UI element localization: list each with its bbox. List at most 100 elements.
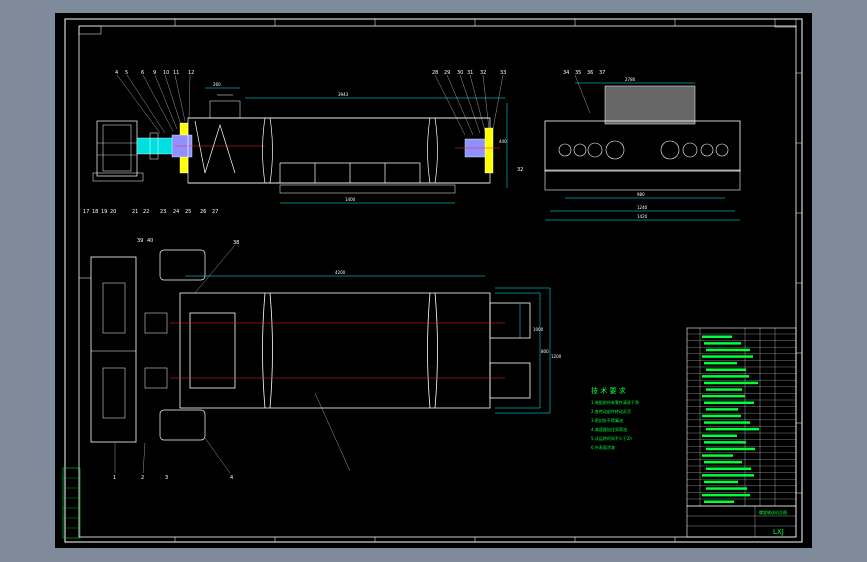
drive-frame (90, 256, 137, 443)
plan-view: 4200 800 1000 1200 38 39 40 1 2 3 4 (79, 238, 562, 481)
label-top-30: 30 (457, 70, 463, 76)
title-drawing-no: LXJ (773, 528, 784, 536)
dim-end-top: 2780 (625, 77, 636, 82)
label-top-10: 10 (163, 70, 169, 76)
label-bottom-18: 18 (92, 209, 98, 215)
label-plan-2: 2 (141, 475, 144, 481)
label-bottom-17: 17 (83, 209, 89, 215)
bom-entry-mark (702, 335, 732, 338)
bom-entry-mark (706, 427, 759, 431)
bom-entry-mark (706, 348, 750, 352)
bom-entry-mark (702, 394, 745, 398)
label-plan-40: 40 (147, 238, 153, 244)
dim-top-span: 3943 (338, 92, 349, 97)
note-line-5: 5.试运转时间不少于2h (591, 435, 632, 441)
coupling-shaft (136, 137, 178, 155)
notes-heading: 技 术 要 求 (591, 386, 626, 395)
label-bottom-21: 21 (132, 209, 138, 215)
motor-top (159, 249, 206, 281)
dim-end-base1: 1240 (637, 205, 648, 210)
bom-entry-mark (704, 480, 738, 484)
bom-entry-mark (706, 408, 738, 411)
bom-entry-mark (704, 361, 737, 365)
label-end-34: 34 (563, 70, 569, 76)
dim-end-base2: 1420 (637, 214, 648, 219)
zone-ticks (174, 19, 802, 542)
bom-entry-mark (706, 388, 742, 391)
label-top-12: 12 (188, 70, 194, 76)
bom-entry-mark (702, 454, 733, 457)
label-top-29: 29 (444, 70, 450, 76)
label-bottom-19: 19 (101, 209, 107, 215)
inner-frame (78, 25, 797, 538)
dim-plan-right3: 1200 (551, 354, 562, 359)
dim-plan-right2: 1000 (533, 327, 544, 332)
label-top-5: 5 (125, 70, 128, 76)
label-top-31: 31 (467, 70, 473, 76)
label-bottom-22: 22 (143, 209, 149, 215)
dim-upper-left: 260 (213, 82, 221, 87)
elevation-view: 3943 260 (83, 70, 523, 215)
label-top-28: 28 (432, 70, 438, 76)
bom-entry-mark (704, 441, 746, 444)
motor-bottom (159, 409, 206, 441)
corner-box-left (78, 25, 102, 35)
label-end-37: 37 (599, 70, 605, 76)
label-plan-3: 3 (165, 475, 168, 481)
label-end-35: 35 (575, 70, 581, 76)
bom-entry-mark (704, 421, 750, 424)
bom-table (686, 327, 797, 507)
label-top-11: 11 (173, 70, 179, 76)
bom-entry-mark (702, 414, 741, 418)
bom-rows (687, 333, 796, 500)
bom-entry-mark (704, 460, 742, 464)
bom-entry-mark (706, 368, 746, 371)
label-top-9: 9 (153, 70, 156, 76)
dim-end-mid: 980 (637, 192, 645, 197)
bom-entry-mark (706, 467, 751, 470)
bom-entry-mark (702, 375, 749, 378)
note-line-6: 6.外表面涂漆 (591, 444, 615, 450)
dim-lower-base: 1400 (345, 197, 356, 202)
bom-entry-mark (706, 447, 755, 451)
label-bottom-25: 25 (185, 209, 191, 215)
dim-plan-span: 4200 (335, 270, 346, 275)
note-line-3: 3.密封处不得漏油 (591, 417, 623, 423)
gearbox-housing (544, 120, 741, 172)
bom-entry-mark (702, 474, 754, 477)
label-bottom-27: 27 (212, 209, 218, 215)
label-top-6: 6 (141, 70, 144, 76)
bearing-right (484, 127, 494, 174)
label-plan-4: 4 (230, 475, 233, 481)
outer-frame (64, 18, 803, 543)
bom-entry-mark (702, 355, 753, 358)
note-line-2: 2.各传动部件转动灵活 (591, 408, 631, 414)
bom-entry-mark (706, 487, 747, 490)
cad-drawing: 3943 260 (62, 18, 803, 543)
bom-entry-mark (704, 500, 734, 503)
bom-entry-mark (704, 381, 758, 385)
cad-drawing-sheet: 3943 260 (55, 13, 812, 548)
bom-entry-mark (704, 342, 741, 345)
label-bottom-26: 26 (200, 209, 206, 215)
label-end-36: 36 (587, 70, 593, 76)
note-line-4: 4.减速器加注润滑油 (591, 426, 627, 432)
bom-entry-mark (704, 401, 754, 404)
bom-entry-mark (702, 434, 737, 437)
label-plan-38: 38 (233, 240, 239, 246)
corner-box (774, 18, 797, 28)
bom-entries (702, 335, 759, 503)
label-bottom-24: 24 (173, 209, 179, 215)
label-top-32: 32 (480, 70, 486, 76)
label-top-33: 33 (500, 70, 506, 76)
dim-plan-right1: 800 (541, 349, 549, 354)
note-line-1: 1.装配前所有零件清洗干净 (591, 399, 639, 405)
bom-entry-mark (702, 493, 750, 497)
label-plan-1: 1 (113, 475, 116, 481)
label-top-4: 4 (115, 70, 118, 76)
label-bottom-32: 32 (517, 167, 523, 173)
technical-notes: 技 术 要 求 1.装配前所有零件清洗干净 2.各传动部件转动灵活 3.密封处不… (591, 386, 639, 450)
revision-table (62, 467, 81, 539)
label-bottom-23: 23 (160, 209, 166, 215)
label-plan-39: 39 (137, 238, 143, 244)
